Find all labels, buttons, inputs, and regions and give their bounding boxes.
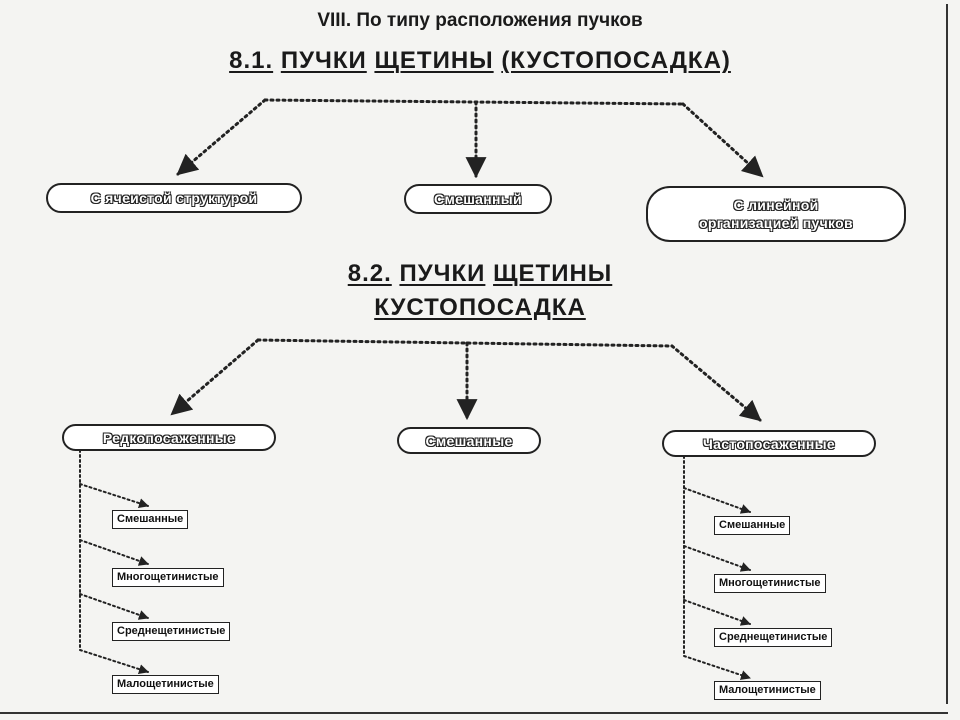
section2-title-line1: 8.2. ПУЧКИ ЩЕТИНЫ — [0, 260, 960, 288]
s2-group-mixed: Смешанные — [397, 427, 541, 454]
right-sub-medium-bristle: Среднещетинистые — [714, 628, 833, 647]
left-branch-2 — [79, 539, 149, 566]
section2-word-2: ЩЕТИНЫ — [493, 260, 613, 287]
left-sub-medium-bristle: Среднещетинистые — [112, 622, 231, 641]
section1-word-3: (КУСТОПОСАДКА) — [501, 47, 731, 74]
left-sub-mixed: Смешанные — [112, 510, 189, 529]
s1-item-linear: С линейной организацией пучков — [646, 186, 906, 242]
section2-number: 8.2. — [347, 260, 392, 287]
s2-arrow-right — [670, 344, 762, 422]
section2-line2: КУСТОПОСАДКА — [374, 294, 586, 321]
s1-item-linear-line2: организацией пучков — [699, 215, 853, 231]
frame-right-border — [946, 4, 948, 704]
section1-word-2: ЩЕТИНЫ — [374, 47, 494, 74]
right-branch-4 — [683, 655, 751, 680]
left-sub-few-bristle: Малощетинистые — [112, 675, 219, 694]
s1-arrow-right — [681, 102, 764, 178]
s1-connector-bar — [263, 98, 685, 106]
right-branch-3 — [683, 599, 751, 626]
section1-title: 8.1. ПУЧКИ ЩЕТИНЫ (КУСТОПОСАДКА) — [0, 47, 960, 75]
section2-title-line2: КУСТОПОСАДКА — [0, 294, 960, 322]
heading: VIII. По типу расположения пучков — [317, 10, 643, 31]
s1-arrow-left — [176, 98, 267, 176]
right-sub-few-bristle: Малощетинистые — [714, 681, 821, 700]
s2-connector-bar — [256, 338, 674, 348]
left-branch-4 — [79, 649, 149, 674]
frame-bottom-border — [0, 712, 948, 714]
right-sub-multi-bristle: Многощетинистые — [714, 574, 826, 593]
right-branch-2 — [683, 545, 751, 572]
s2-arrow-left — [170, 338, 260, 416]
left-branch-3 — [79, 593, 149, 620]
right-branch-1 — [683, 487, 751, 514]
s2-group-dense: Частопосаженные — [662, 430, 876, 457]
s1-item-cellular: С ячеистой структурой — [46, 183, 302, 213]
left-branch-1 — [79, 483, 149, 508]
section1-number: 8.1. — [229, 47, 274, 74]
section2-word-1: ПУЧКИ — [399, 260, 486, 287]
s1-item-linear-line1: С линейной — [733, 197, 819, 213]
left-sub-multi-bristle: Многощетинистые — [112, 568, 224, 587]
s1-item-mixed: Смешанный — [404, 184, 552, 214]
section1-word-1: ПУЧКИ — [280, 47, 367, 74]
right-sub-mixed: Смешанные — [714, 516, 791, 535]
s2-group-sparse: Редкопосаженные — [62, 424, 276, 451]
